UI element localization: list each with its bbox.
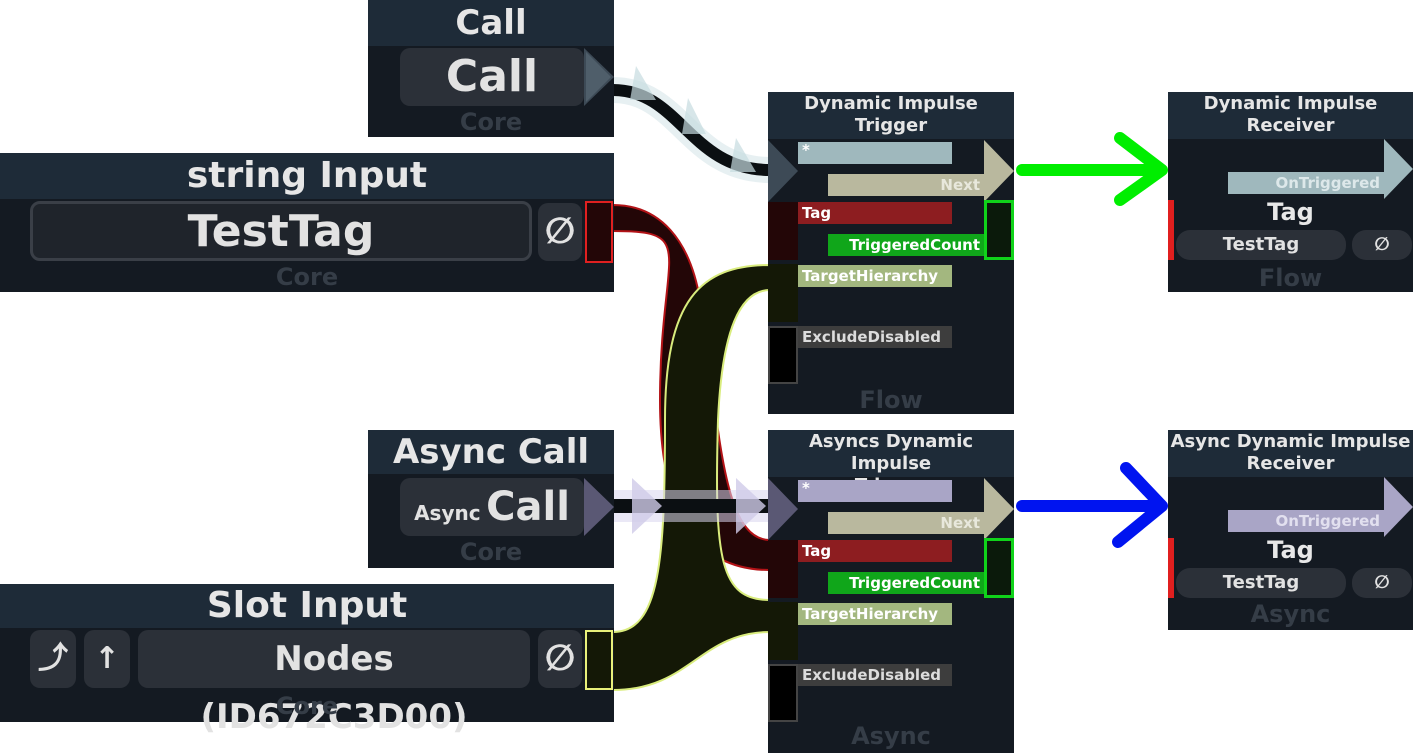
async-impulse-trigger-node[interactable]: Asyncs Dynamic Impulse Trigger * Next Ta… — [768, 430, 1014, 753]
trigger-category: Flow — [859, 386, 923, 414]
async-trigger-title: Asyncs Dynamic Impulse Trigger — [768, 430, 1014, 496]
hierarchy-input-port[interactable] — [768, 264, 798, 322]
async-on-triggered-output-icon[interactable] — [1384, 477, 1413, 537]
up-slot-button[interactable]: ↑ — [84, 630, 130, 688]
async-triggered-count-bar: TriggeredCount — [828, 572, 984, 594]
null-icon: ∅ — [1374, 572, 1390, 593]
async-tag-field-marker — [1168, 538, 1174, 598]
impulse-input-bar: * — [798, 142, 952, 164]
slot-value-text: Nodes (ID672C3D00) — [200, 639, 468, 737]
receiver-tag-value: TestTag — [1222, 234, 1300, 255]
trigger-title: Dynamic Impulse Trigger — [768, 92, 1014, 139]
async-call-category: Core — [459, 538, 523, 566]
slot-null-button[interactable]: ∅ — [538, 630, 582, 688]
triggered-count-port[interactable] — [984, 200, 1014, 260]
async-impulse-output-icon[interactable] — [584, 478, 614, 536]
async-tag-input-port[interactable] — [768, 540, 798, 598]
string-input-title: string Input — [0, 153, 614, 199]
exclude-disabled-bar: ExcludeDisabled — [798, 326, 952, 348]
async-on-triggered-bar: OnTriggered — [1228, 510, 1384, 532]
async-call-button[interactable]: Async Call — [400, 478, 584, 536]
async-call-title: Async Call — [368, 430, 614, 474]
receiver-title: Dynamic Impulse Receiver — [1168, 92, 1413, 139]
parent-slot-icon: ⤴ — [38, 641, 68, 676]
async-hierarchy-input-port[interactable] — [768, 602, 798, 660]
dynamic-impulse-receiver-node[interactable]: Dynamic Impulse Receiver OnTriggered Tag… — [1168, 92, 1413, 292]
call-button[interactable]: Call — [400, 48, 584, 106]
string-value-text: TestTag — [187, 206, 375, 257]
target-hierarchy-bar: TargetHierarchy — [798, 265, 952, 287]
receiver-tag-field[interactable]: TestTag — [1176, 230, 1346, 260]
string-input-node[interactable]: string Input TestTag ∅ Core — [0, 153, 614, 292]
async-call-prefix: Async — [414, 501, 481, 525]
call-node-title: Call — [368, 0, 614, 46]
slot-value-field[interactable]: Nodes (ID672C3D00) — [138, 630, 530, 737]
async-receiver-null-button[interactable]: ∅ — [1352, 568, 1412, 598]
receiver-category: Flow — [1258, 264, 1323, 292]
impulse-input-icon[interactable] — [768, 140, 798, 202]
slot-input-category: Core — [275, 692, 339, 720]
async-call-node[interactable]: Async Call Async Call Core — [368, 430, 614, 568]
string-value-field[interactable]: TestTag — [30, 201, 532, 261]
async-receiver-tag-field[interactable]: TestTag — [1176, 568, 1346, 598]
on-triggered-bar: OnTriggered — [1228, 172, 1384, 194]
blue-arrow — [1016, 462, 1168, 548]
call-node[interactable]: Call Call Core — [368, 0, 614, 137]
async-impulse-input-icon[interactable] — [768, 478, 798, 540]
slot-input-node[interactable]: Slot Input ⤴ ↑ Nodes (ID672C3D00) ∅ Core — [0, 584, 614, 737]
null-icon: ∅ — [1374, 234, 1390, 255]
async-next-output-bar: Next — [828, 512, 984, 534]
tag-input-port[interactable] — [768, 202, 798, 260]
null-icon: ∅ — [544, 211, 576, 252]
async-receiver-category: Async — [1250, 600, 1331, 628]
dynamic-impulse-trigger-node[interactable]: Dynamic Impulse Trigger * Next Tag Trigg… — [768, 92, 1014, 414]
async-trigger-category: Async — [851, 722, 931, 750]
async-impulse-input-bar: * — [798, 480, 952, 502]
async-receiver-tag-label: Tag — [1267, 536, 1314, 564]
slot-input-title: Slot Input — [0, 584, 614, 628]
hierarchy-wire — [612, 263, 771, 692]
receiver-null-button[interactable]: ∅ — [1352, 230, 1412, 260]
parent-slot-button[interactable]: ⤴ — [30, 630, 76, 688]
tag-input-bar: Tag — [798, 202, 952, 224]
receiver-tag-label: Tag — [1267, 198, 1314, 226]
up-arrow-icon: ↑ — [94, 641, 120, 676]
on-triggered-output-icon[interactable] — [1384, 139, 1413, 199]
async-triggered-count-port[interactable] — [984, 538, 1014, 598]
next-output-icon[interactable] — [984, 140, 1014, 202]
async-receiver-title: Async Dynamic Impulse Receiver — [1168, 430, 1413, 477]
async-next-output-icon[interactable] — [984, 478, 1014, 540]
async-impulse-receiver-node[interactable]: Async Dynamic Impulse Receiver OnTrigger… — [1168, 430, 1413, 630]
triggered-count-bar: TriggeredCount — [828, 234, 984, 256]
string-output-port[interactable] — [585, 201, 613, 263]
async-receiver-tag-value: TestTag — [1222, 572, 1300, 593]
string-input-category: Core — [275, 263, 339, 291]
string-null-button[interactable]: ∅ — [538, 203, 582, 261]
slot-output-port[interactable] — [585, 630, 613, 690]
exclude-input-port[interactable] — [768, 326, 798, 384]
next-output-bar: Next — [828, 174, 984, 196]
async-tag-input-bar: Tag — [798, 540, 952, 562]
call-button-label: Call — [445, 51, 539, 102]
async-exclude-disabled-bar: ExcludeDisabled — [798, 664, 952, 686]
call-node-category: Core — [459, 108, 523, 136]
tag-field-marker — [1168, 200, 1174, 260]
async-call-label: Call — [486, 484, 570, 530]
async-exclude-input-port[interactable] — [768, 664, 798, 722]
null-icon: ∅ — [544, 638, 576, 679]
green-arrow — [1016, 132, 1168, 206]
async-target-hierarchy-bar: TargetHierarchy — [798, 603, 952, 625]
